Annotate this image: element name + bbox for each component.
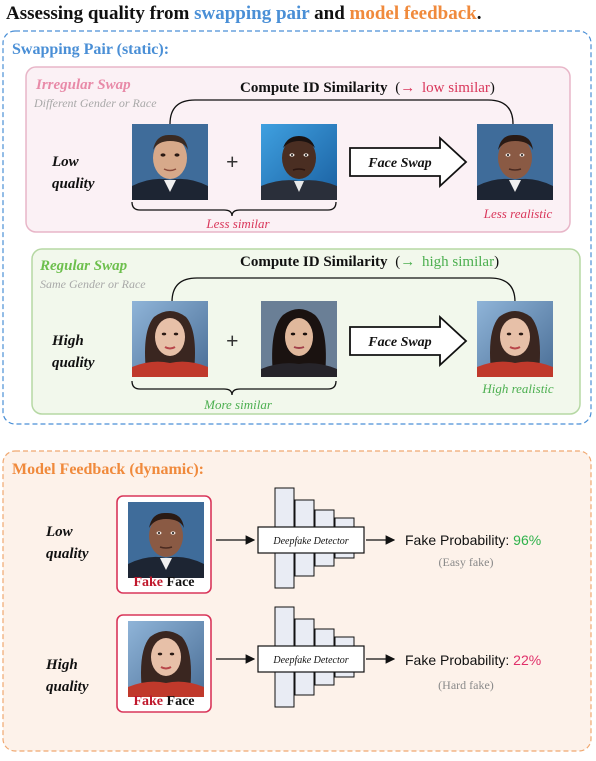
feedback-row2-quality-label-2: quality (46, 679, 89, 695)
irregular-compute-similarity: Compute ID Similarity (→ low similar) (240, 80, 495, 96)
irregular-target-face (260, 123, 338, 201)
regular-more-similar-label: More similar (203, 397, 273, 412)
regular-swap-sublabel: Same Gender or Race (40, 277, 146, 291)
feedback-row1-fake-face-caption: Fake Face (133, 575, 194, 590)
regular-swapped-face (476, 300, 554, 378)
irregular-swapped-face (476, 123, 554, 201)
regular-compute-similarity: Compute ID Similarity (→ high similar) (240, 254, 499, 270)
feedback-row1-difficulty: (Easy fake) (439, 555, 494, 569)
title-highlight-swapping-pair: swapping pair (194, 3, 310, 24)
regular-high-realistic-label: High realistic (481, 381, 554, 396)
irregular-quality-label-2: quality (52, 176, 95, 192)
low-similar-arrow-icon: → (400, 80, 415, 96)
model-feedback-panel (2, 450, 592, 752)
feedback-row2-difficulty: (Hard fake) (438, 678, 494, 692)
irregular-face-swap-arrow: Face Swap (349, 135, 468, 189)
irregular-plus-sign: + (226, 149, 239, 174)
irregular-less-realistic-label: Less realistic (483, 206, 553, 221)
regular-swap-label: Regular Swap (39, 258, 128, 274)
high-similar-arrow-icon: → (400, 254, 415, 270)
feedback-row1-detector-label: Deepfake Detector (272, 536, 348, 547)
regular-quality-label-2: quality (52, 355, 95, 371)
feedback-row2-detector: Deepfake Detector (257, 606, 365, 708)
irregular-source-face (131, 123, 209, 201)
feedback-row1-fake-face-image (127, 501, 205, 579)
regular-target-face (260, 300, 338, 378)
title-highlight-model-feedback: model feedback (350, 3, 478, 24)
irregular-similarity-bracket (169, 99, 514, 125)
feedback-row1-quality-label: Low (45, 524, 74, 540)
feedback-row1-detector: Deepfake Detector (257, 487, 365, 589)
regular-more-similar-brace (131, 380, 337, 396)
irregular-swap-sublabel: Different Gender or Race (33, 96, 157, 110)
feedback-row2-fake-face-image (127, 620, 205, 698)
regular-plus-sign: + (226, 328, 239, 353)
svg-text:Face Swap: Face Swap (367, 335, 431, 350)
regular-source-face (131, 300, 209, 378)
feedback-row1-quality-label-2: quality (46, 546, 89, 562)
irregular-less-similar-label: Less similar (205, 216, 270, 231)
irregular-swap-label: Irregular Swap (35, 77, 131, 93)
feedback-row2-detector-label: Deepfake Detector (272, 655, 348, 666)
regular-face-swap-arrow: Face Swap (349, 314, 468, 368)
feedback-row2-fake-face-caption: Fake Face (133, 694, 194, 709)
model-feedback-heading: Model Feedback (dynamic): (12, 461, 204, 478)
feedback-row1-probability: Fake Probability: 96% (405, 532, 541, 548)
regular-quality-label: High (51, 333, 84, 349)
irregular-quality-label: Low (51, 154, 80, 170)
regular-similarity-bracket (171, 277, 516, 303)
feedback-row2-quality-label: High (45, 657, 78, 673)
irregular-less-similar-brace (131, 201, 337, 217)
feedback-row2-probability: Fake Probability: 22% (405, 652, 541, 668)
figure-title: Assessing quality from swapping pair and… (6, 3, 481, 24)
svg-text:Face Swap: Face Swap (367, 156, 431, 171)
swapping-pair-heading: Swapping Pair (static): (12, 41, 169, 58)
